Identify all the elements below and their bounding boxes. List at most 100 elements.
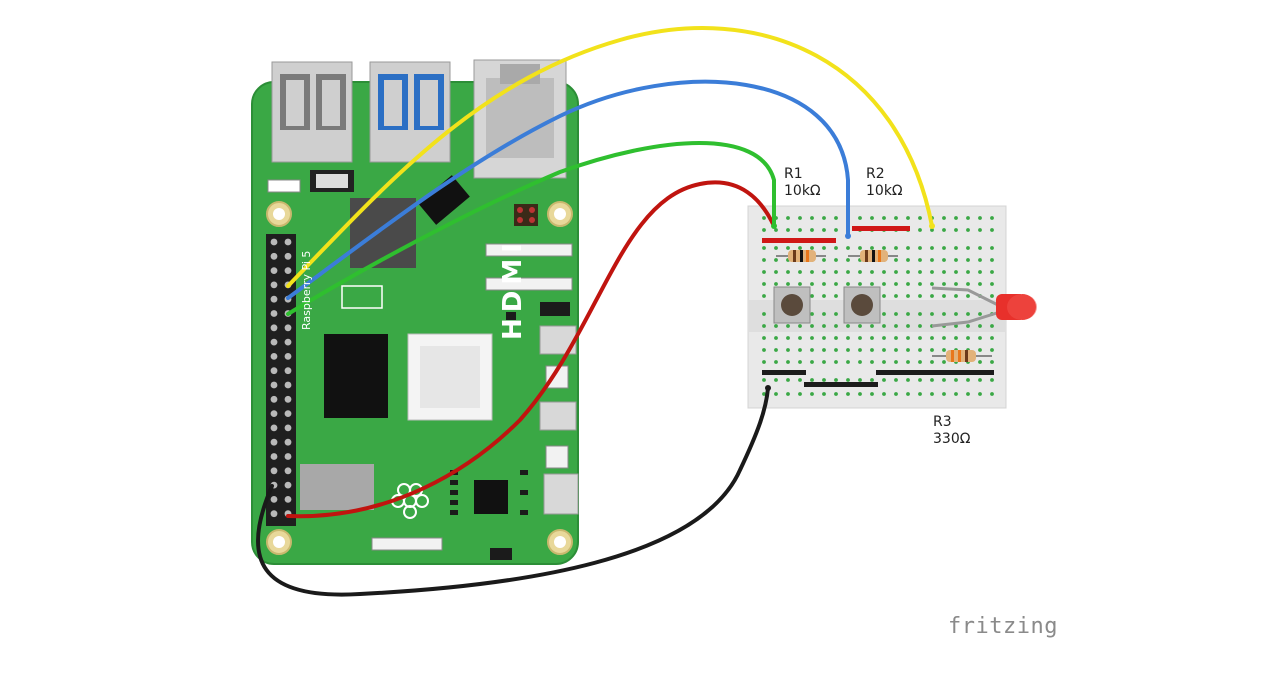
breadboard-hole: [834, 246, 838, 250]
breadboard-hole: [834, 270, 838, 274]
breadboard-hole: [966, 378, 970, 382]
breadboard-hole: [798, 348, 802, 352]
breadboard-hole: [942, 294, 946, 298]
breadboard-hole: [858, 216, 862, 220]
gpio-pin: [270, 438, 278, 446]
ground-rail-left: [762, 370, 806, 375]
breadboard-hole: [894, 312, 898, 316]
breadboard-hole: [918, 294, 922, 298]
breadboard-hole: [846, 336, 850, 340]
breadboard-hole: [882, 282, 886, 286]
breadboard-hole: [870, 216, 874, 220]
breadboard-hole: [966, 336, 970, 340]
breadboard-hole: [858, 378, 862, 382]
gpio-pin: [284, 367, 292, 375]
gpio-pin: [284, 381, 292, 389]
breadboard-hole: [762, 348, 766, 352]
breadboard-hole: [942, 282, 946, 286]
breadboard-hole: [786, 378, 790, 382]
breadboard-hole: [990, 294, 994, 298]
breadboard-hole: [798, 392, 802, 396]
breadboard-hole: [978, 336, 982, 340]
breadboard-hole: [894, 348, 898, 352]
breadboard-hole: [978, 246, 982, 250]
breadboard-hole: [846, 324, 850, 328]
breadboard-hole: [786, 336, 790, 340]
breadboard-hole: [990, 392, 994, 396]
breadboard-hole: [894, 378, 898, 382]
breadboard-hole: [810, 246, 814, 250]
breadboard-hole: [774, 348, 778, 352]
breadboard-hole: [834, 336, 838, 340]
gpio-pin: [270, 424, 278, 432]
breadboard-hole: [954, 282, 958, 286]
breadboard-hole: [846, 282, 850, 286]
r1-label: R1 10kΩ: [784, 166, 821, 200]
breadboard-hole: [798, 336, 802, 340]
gpio-pin: [270, 267, 278, 274]
breadboard-hole: [870, 270, 874, 274]
breadboard-hole: [918, 228, 922, 232]
breadboard-hole: [954, 294, 958, 298]
ground-rail-mid: [804, 382, 878, 387]
breadboard-hole: [954, 324, 958, 328]
breadboard-hole: [966, 312, 970, 316]
breadboard-hole: [990, 360, 994, 364]
r3-label: R3 330Ω: [933, 414, 970, 448]
breadboard-hole: [978, 216, 982, 220]
breadboard-hole: [810, 294, 814, 298]
breadboard-hole: [762, 246, 766, 250]
breadboard-hole: [798, 228, 802, 232]
breadboard-hole: [810, 282, 814, 286]
breadboard-hole: [894, 270, 898, 274]
breadboard-hole: [990, 336, 994, 340]
led: [931, 286, 1037, 328]
breadboard-hole: [822, 392, 826, 396]
breadboard-hole: [918, 282, 922, 286]
gpio-pin: [270, 281, 278, 289]
breadboard-hole: [810, 336, 814, 340]
breadboard-hole: [774, 378, 778, 382]
breadboard-hole: [894, 324, 898, 328]
r2-value: 10kΩ: [866, 183, 903, 199]
breadboard-hole: [990, 216, 994, 220]
breadboard-hole: [822, 312, 826, 316]
breadboard-hole: [930, 246, 934, 250]
breadboard-hole: [822, 294, 826, 298]
breadboard-hole: [942, 348, 946, 352]
usb3-port: [369, 61, 451, 163]
breadboard-hole: [810, 360, 814, 364]
breadboard-hole: [762, 392, 766, 396]
breadboard-hole: [906, 378, 910, 382]
breadboard-hole: [918, 246, 922, 250]
breadboard-hole: [798, 378, 802, 382]
breadboard-hole: [834, 228, 838, 232]
breadboard-hole: [942, 312, 946, 316]
ground-rail-right: [876, 370, 994, 375]
breadboard-hole: [882, 348, 886, 352]
breadboard-hole: [858, 282, 862, 286]
breadboard-hole: [930, 294, 934, 298]
breadboard-hole: [918, 270, 922, 274]
gpio-pin: [284, 338, 292, 346]
wire-blue: [286, 79, 850, 300]
breadboard-hole: [978, 360, 982, 364]
breadboard-hole: [930, 282, 934, 286]
breadboard-hole: [930, 258, 934, 262]
breadboard-hole: [906, 270, 910, 274]
ethernet-port: [473, 59, 567, 179]
breadboard-hole: [882, 270, 886, 274]
breadboard-hole: [906, 336, 910, 340]
breadboard-hole: [762, 228, 766, 232]
breadboard-hole: [918, 336, 922, 340]
breadboard-hole: [858, 348, 862, 352]
breadboard-hole: [822, 360, 826, 364]
breadboard-hole: [978, 228, 982, 232]
push-button-1: [773, 286, 811, 324]
breadboard-hole: [834, 294, 838, 298]
board-model-label: Raspberry Pi 5: [300, 250, 313, 330]
breadboard-hole: [858, 392, 862, 396]
breadboard-hole: [762, 336, 766, 340]
breadboard-hole: [954, 378, 958, 382]
